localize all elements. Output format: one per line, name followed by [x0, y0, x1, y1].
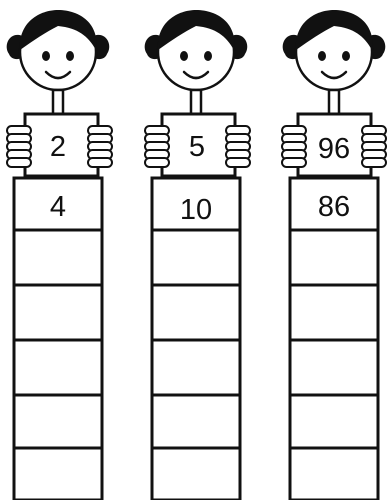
- ladder-cell: [152, 395, 240, 448]
- hand-icon: [282, 126, 306, 167]
- ladder-cell: [290, 285, 378, 340]
- right-eye: [204, 51, 212, 61]
- hand-icon: [145, 126, 169, 167]
- ladder-cell: [14, 448, 102, 500]
- girl-head-icon: [283, 10, 386, 90]
- ladder-cell: [290, 395, 378, 448]
- ladder-cell: [14, 285, 102, 340]
- figure-3: 96 86: [282, 10, 386, 500]
- ladder-cell: [290, 230, 378, 285]
- hand-icon: [88, 126, 112, 167]
- neck: [191, 90, 201, 114]
- ladder-1: 4: [14, 178, 102, 500]
- right-eye: [342, 51, 350, 61]
- ladder-cell: [152, 285, 240, 340]
- ladder-cell: [14, 230, 102, 285]
- hand-icon: [7, 126, 31, 167]
- ladder-cell: [290, 448, 378, 500]
- ladder-cell: [14, 395, 102, 448]
- ladder-cell-value: 4: [50, 191, 66, 223]
- ladder-cell-value: 86: [318, 191, 350, 223]
- ladder-cell: [290, 340, 378, 395]
- ladder-2: 10: [152, 178, 240, 500]
- ladder-cell: [152, 340, 240, 395]
- girl-head-icon: [145, 10, 248, 90]
- ladder-cell: [152, 448, 240, 500]
- left-eye: [180, 51, 188, 61]
- figure-1: 2 4: [7, 10, 112, 500]
- ladder-cell: [14, 340, 102, 395]
- neck: [53, 90, 63, 114]
- sign-number: 96: [318, 133, 350, 165]
- sign-number: 2: [50, 131, 66, 163]
- right-eye: [66, 51, 74, 61]
- ladder-3: 86: [290, 178, 378, 500]
- girl-head-icon: [7, 10, 110, 90]
- left-eye: [42, 51, 50, 61]
- figure-2: 5 10: [145, 10, 250, 500]
- sign-number: 5: [189, 131, 205, 163]
- ladder-cell: [152, 230, 240, 285]
- hand-icon: [226, 126, 250, 167]
- left-eye: [318, 51, 326, 61]
- neck: [329, 90, 339, 114]
- hand-icon: [362, 126, 386, 167]
- ladder-cell-value: 10: [180, 194, 212, 226]
